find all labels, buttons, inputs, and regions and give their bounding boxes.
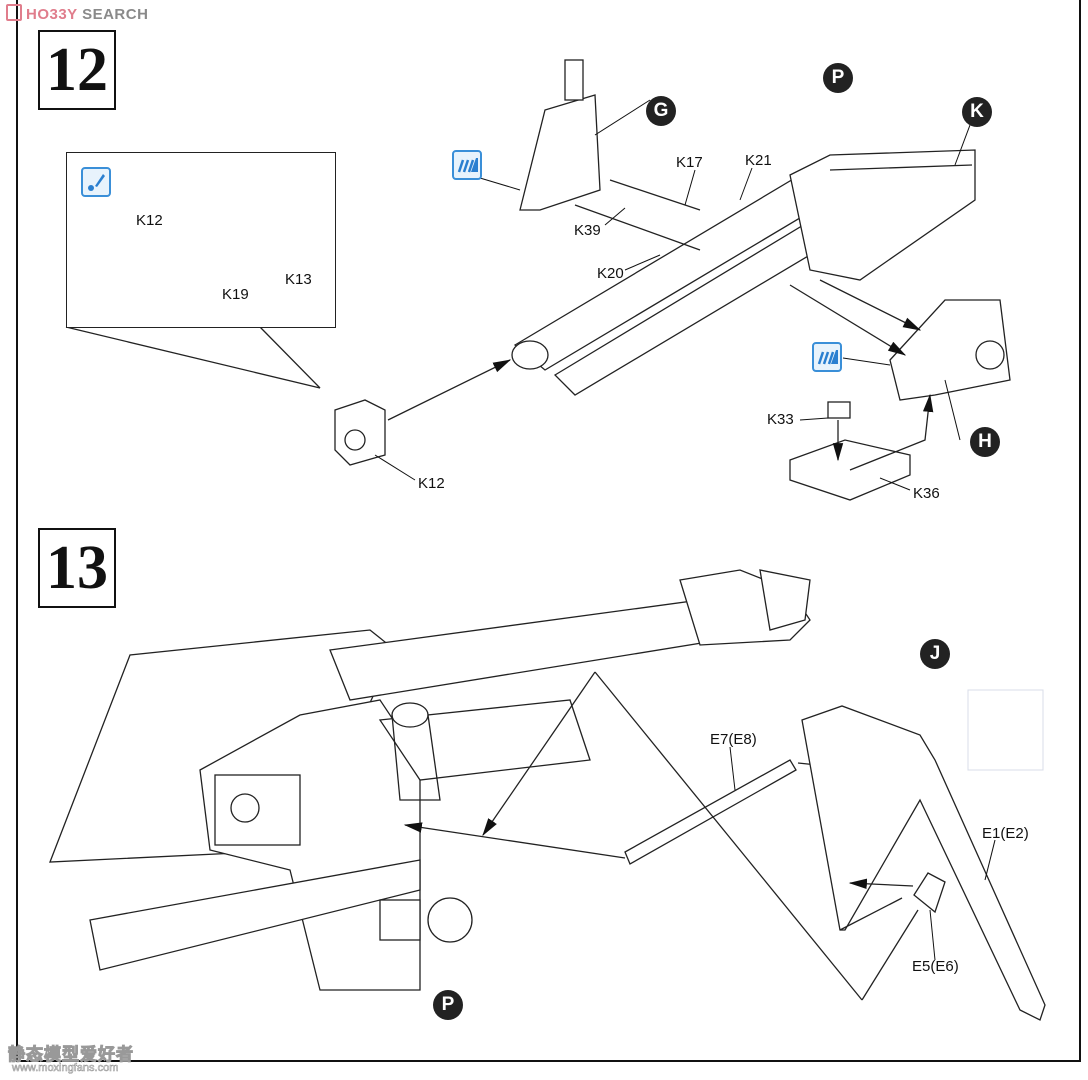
sub-assembly-badge-g: G — [646, 96, 676, 126]
part-label: K12 — [418, 475, 445, 492]
detail-callout-box — [66, 152, 336, 328]
paint-stripes-icon — [452, 150, 482, 180]
part-label: K20 — [597, 265, 624, 282]
moxingfans-watermark: 静态模型爱好者 — [8, 1045, 134, 1065]
sub-assembly-badge-p: P — [433, 990, 463, 1020]
page-frame-right — [1079, 0, 1081, 1062]
part-label: K12 — [136, 212, 163, 229]
part-label: K17 — [676, 154, 703, 171]
paint-stripes-icon — [812, 342, 842, 372]
part-label: K39 — [574, 222, 601, 239]
sub-assembly-badge-p: P — [823, 63, 853, 93]
part-label: K36 — [913, 485, 940, 502]
part-label: K19 — [222, 286, 249, 303]
note-icon — [81, 167, 111, 197]
sub-assembly-badge-k: K — [962, 97, 992, 127]
step-12-drawing — [65, 59, 1011, 501]
part-label: E7(E8) — [710, 731, 757, 748]
page-frame-bottom — [16, 1060, 1081, 1062]
hobby-search-logo-icon — [6, 4, 22, 21]
step-number-box: 12 — [38, 30, 116, 110]
part-label: K13 — [285, 271, 312, 288]
moxingfans-url: www.moxingfans.com — [12, 1062, 119, 1075]
step-number-box: 13 — [38, 528, 116, 608]
step-number: 13 — [46, 534, 108, 602]
hobby-search-watermark: HO33Y SEARCH — [6, 4, 148, 23]
part-label: K33 — [767, 411, 794, 428]
step-13-drawing — [49, 569, 1046, 1021]
page-frame-left — [16, 0, 18, 1062]
sub-assembly-badge-j: J — [920, 639, 950, 669]
watermark-brand-part2: SEARCH — [82, 6, 149, 23]
watermark-brand-part1: HO33Y — [26, 6, 78, 23]
step-number: 12 — [46, 36, 108, 104]
sub-assembly-badge-h: H — [970, 427, 1000, 457]
part-label: E1(E2) — [982, 825, 1029, 842]
part-label: K21 — [745, 152, 772, 169]
part-label: E5(E6) — [912, 958, 959, 975]
